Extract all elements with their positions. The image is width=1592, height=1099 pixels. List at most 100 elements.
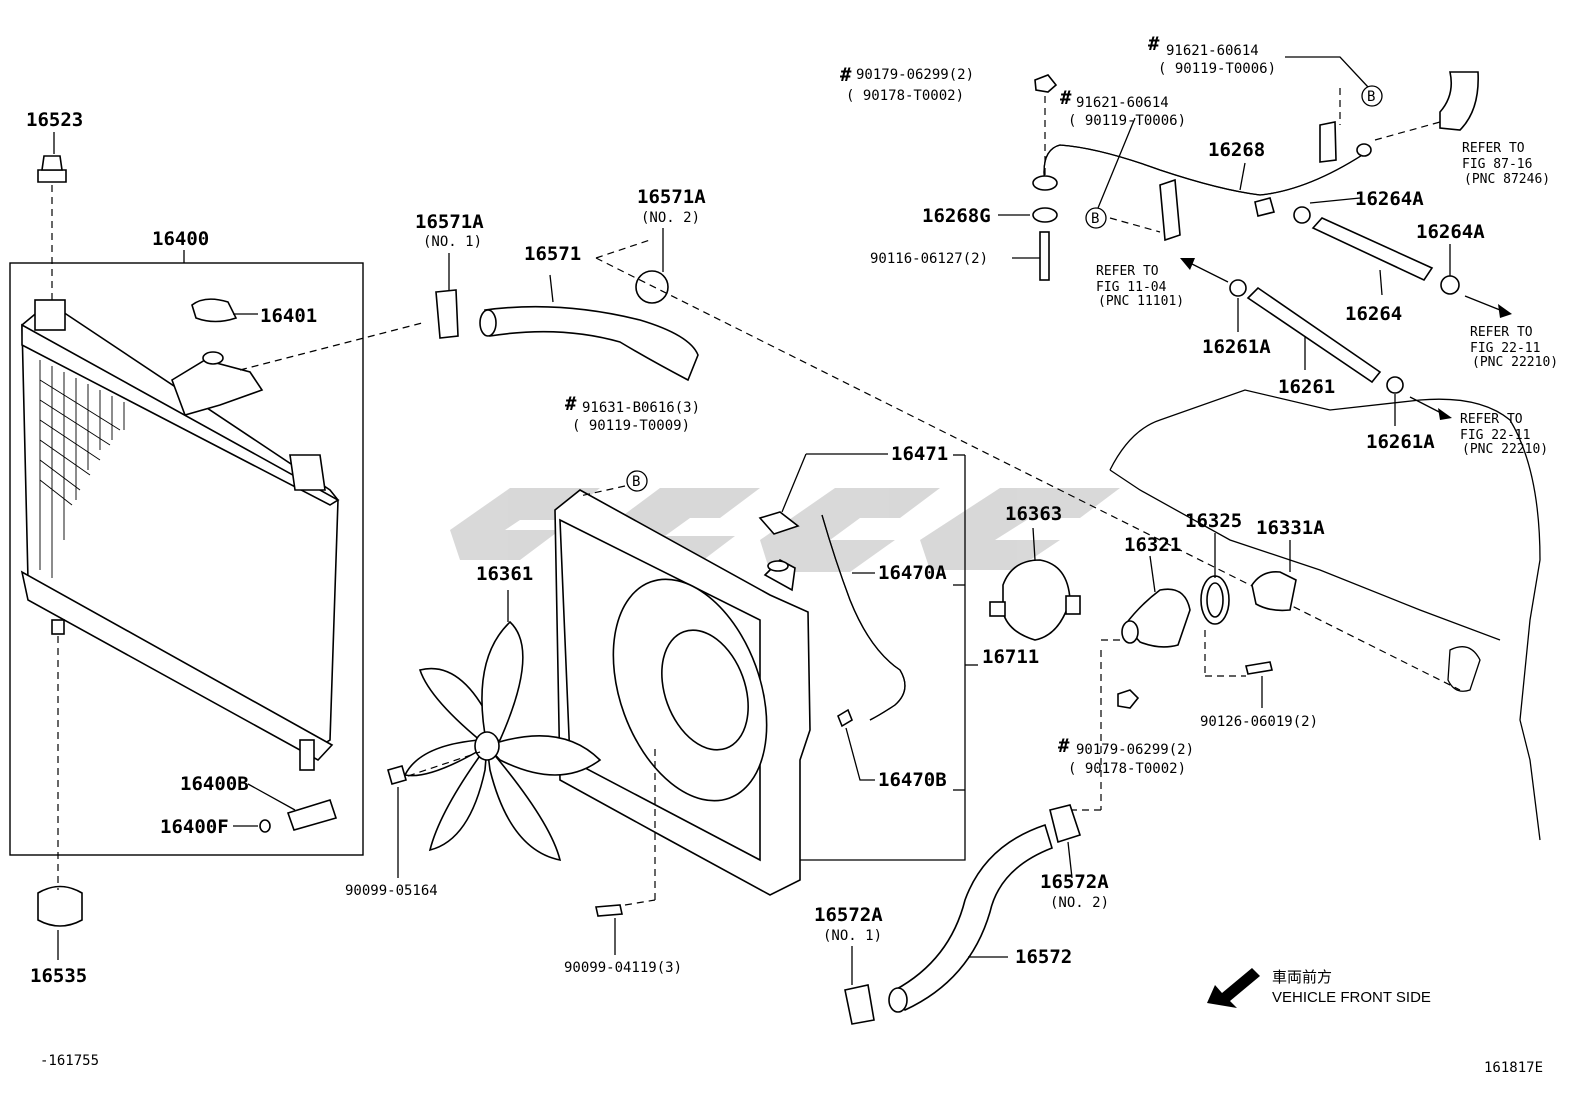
label-no1-b: (NO. 1) xyxy=(823,928,882,944)
label-hash-3: # xyxy=(1060,87,1072,109)
label-16400: 16400 xyxy=(152,228,209,250)
label-16523: 16523 xyxy=(26,109,83,131)
radiator-cap xyxy=(191,298,238,323)
upper-hose-group xyxy=(435,228,1461,691)
lower-hose-group xyxy=(844,804,1260,1025)
label-91621-a: 91621-60614 xyxy=(1166,43,1259,59)
vehicle-front-en: VEHICLE FRONT SIDE xyxy=(1272,989,1431,1006)
label-16261: 16261 xyxy=(1278,376,1335,398)
label-16363: 16363 xyxy=(1005,503,1062,525)
code-right: 161817E xyxy=(1484,1060,1543,1076)
vehicle-front-arrow xyxy=(1207,968,1260,1008)
radiator-lower-pin xyxy=(51,619,65,635)
label-16572a-no1: 16572A xyxy=(814,904,883,926)
label-16572a-no2: 16572A xyxy=(1040,871,1109,893)
radiator-group xyxy=(9,132,423,960)
radiator-filler-neck xyxy=(171,359,264,416)
ref1-line2: FIG 87-16 xyxy=(1462,157,1532,172)
lower-hose-clip-no1 xyxy=(844,984,875,1025)
b-markers: B B B xyxy=(626,85,1383,492)
arrow-fig-22-11-a xyxy=(1498,304,1512,318)
label-16571: 16571 xyxy=(524,243,581,265)
ref4-line1: REFER TO xyxy=(1460,412,1523,427)
label-no2-a: (NO. 2) xyxy=(641,210,700,226)
vehicle-front-jp: 車両前方 xyxy=(1272,969,1332,986)
motor-shaft xyxy=(989,601,1006,617)
label-90179-top: 90179-06299(2) xyxy=(856,67,974,83)
b-marker-1-text: B xyxy=(1367,89,1375,105)
label-16268: 16268 xyxy=(1208,139,1265,161)
hose-16264 xyxy=(1311,217,1434,282)
fan-blade xyxy=(403,620,602,862)
label-no1-a: (NO. 1) xyxy=(423,234,482,250)
ref1-line3: (PNC 87246) xyxy=(1464,172,1550,187)
label-hash-1: # xyxy=(840,64,852,86)
shroud-bolt xyxy=(595,904,623,917)
refer-notes: REFER TO FIG 87-16 (PNC 87246) REFER TO … xyxy=(1096,141,1558,457)
b-marker-3-text: B xyxy=(632,474,640,490)
label-91621-b: 91621-60614 xyxy=(1076,95,1169,111)
label-16321: 16321 xyxy=(1124,534,1181,556)
label-90119-b: ( 90119-T0006) xyxy=(1068,113,1186,129)
upper-cushion-top xyxy=(41,155,63,171)
clamp-16261a-1 xyxy=(1229,279,1247,297)
b-marker-3 xyxy=(626,470,648,492)
fan-nut xyxy=(387,765,407,785)
ref2-line1: REFER TO xyxy=(1096,264,1159,279)
label-16400b: 16400B xyxy=(180,773,249,795)
pipe-stud xyxy=(1039,231,1050,281)
drain-o-ring xyxy=(259,819,271,833)
clamp-16261a-2 xyxy=(1386,376,1404,394)
reserve-hose-clip xyxy=(837,708,853,728)
water-inlet xyxy=(1123,588,1191,648)
radiator-outlet xyxy=(289,454,326,491)
lower-hose-clip-no2 xyxy=(1049,804,1082,844)
clamp-16264a-1 xyxy=(1293,206,1311,224)
label-90179-mid: 90179-06299(2) xyxy=(1076,742,1194,758)
b-marker-2-text: B xyxy=(1091,211,1099,227)
arrow-fig-11-04 xyxy=(1180,258,1195,270)
radiator-neck-top xyxy=(202,351,224,365)
label-16400f: 16400F xyxy=(160,816,229,838)
lower-cushion xyxy=(37,885,83,927)
label-16535: 16535 xyxy=(30,965,87,987)
radiator-group-box xyxy=(9,262,364,856)
fan-group-bracket xyxy=(795,455,966,861)
label-hash-2: # xyxy=(1148,33,1160,55)
label-16572: 16572 xyxy=(1015,946,1072,968)
label-90099-05164: 90099-05164 xyxy=(345,883,438,899)
label-16268g: 16268G xyxy=(922,205,991,227)
b-marker-1 xyxy=(1361,85,1383,107)
drain-cock xyxy=(286,799,338,831)
label-16264a-1: 16264A xyxy=(1355,188,1424,210)
lower-hose xyxy=(893,823,1053,1012)
ref3-line3: (PNC 22210) xyxy=(1472,355,1558,370)
code-left: -161755 xyxy=(40,1053,99,1069)
ref2-line3: (PNC 11101) xyxy=(1098,294,1184,309)
label-16470a: 16470A xyxy=(878,562,947,584)
radiator-bottom-pin xyxy=(299,739,315,771)
radiator-top-boss xyxy=(34,299,66,331)
pipe-nut xyxy=(1034,74,1058,93)
label-hash-5: # xyxy=(1058,735,1070,757)
b-marker-2 xyxy=(1085,207,1107,229)
label-16471: 16471 xyxy=(891,443,948,465)
bypass-pipe-group xyxy=(998,56,1512,426)
label-90119-a: ( 90119-T0006) xyxy=(1158,61,1276,77)
ref3-line2: FIG 22-11 xyxy=(1470,341,1540,356)
thermostat xyxy=(1251,570,1297,612)
ref4-line3: (PNC 22210) xyxy=(1462,442,1548,457)
label-16261a-1: 16261A xyxy=(1202,336,1271,358)
label-16571a-no2: 16571A xyxy=(637,186,706,208)
arrow-fig-22-11-b xyxy=(1438,408,1452,420)
label-16711: 16711 xyxy=(982,646,1039,668)
clamp-16264a-2 xyxy=(1440,275,1460,295)
hose-clip-no1 xyxy=(435,289,459,339)
label-90116: 90116-06127(2) xyxy=(870,251,988,267)
fan-motor-assembly xyxy=(1002,559,1071,641)
label-16261a-2: 16261A xyxy=(1366,431,1435,453)
radiator-lower-tank xyxy=(20,570,334,762)
label-90178-mid: ( 90178-T0002) xyxy=(1068,761,1186,777)
radiator-upper-tank xyxy=(21,323,340,506)
